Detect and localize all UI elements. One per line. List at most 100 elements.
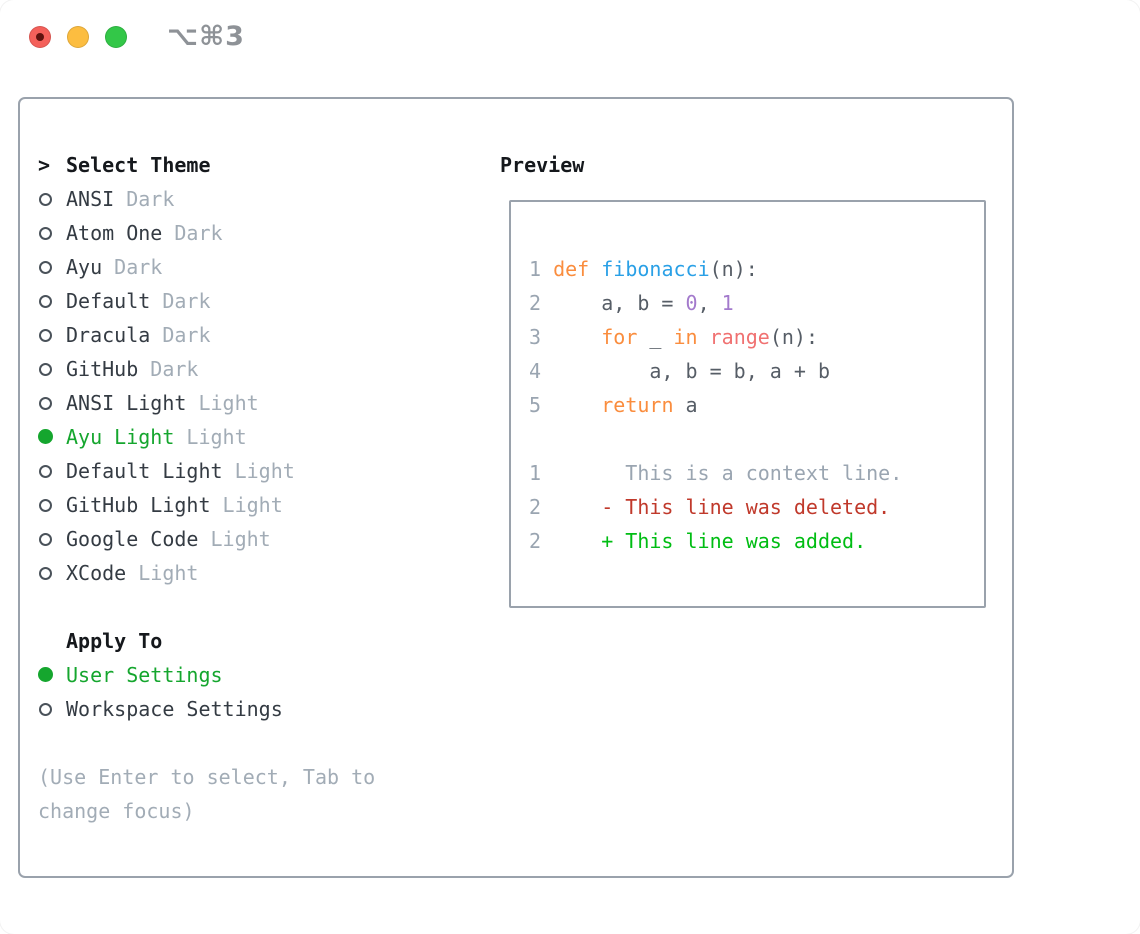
radio-marker	[38, 386, 66, 420]
select-theme-title: Select Theme	[66, 153, 211, 177]
radio-marker	[38, 522, 66, 556]
theme-option[interactable]: XCode Light	[38, 556, 458, 590]
code-line: 4 a, b = b, a + b	[529, 354, 984, 388]
option-variant: Light	[234, 459, 295, 483]
radio-marker	[38, 216, 66, 250]
option-label: GitHub Light	[66, 493, 211, 517]
radio-icon	[39, 465, 52, 478]
line-number: 1	[529, 461, 542, 485]
option-label: Atom One	[66, 221, 163, 245]
apply-option[interactable]: User Settings	[38, 658, 458, 692]
option-label: Google Code	[66, 527, 199, 551]
code-line: 2 a, b = 0, 1	[529, 286, 984, 320]
line-number: 2	[529, 291, 542, 315]
radio-marker	[38, 284, 66, 318]
theme-option[interactable]: ANSI Dark	[38, 182, 458, 216]
zoom-button[interactable]	[105, 26, 127, 48]
option-label: XCode	[66, 561, 127, 585]
theme-option[interactable]: Ayu Light Light	[38, 420, 458, 454]
radio-icon	[39, 499, 52, 512]
radio-marker	[38, 318, 66, 352]
radio-marker	[38, 182, 66, 216]
apply-option[interactable]: Workspace Settings	[38, 692, 458, 726]
apply-to-title: Apply To	[66, 629, 163, 653]
code-line: 2 - This line was deleted.	[529, 490, 984, 524]
radio-marker	[38, 420, 66, 454]
option-label: ANSI	[66, 187, 115, 211]
radio-selected-icon	[38, 429, 53, 444]
option-variant: Dark	[174, 221, 223, 245]
option-variant: Dark	[150, 357, 199, 381]
radio-icon	[39, 363, 52, 376]
option-label: Workspace Settings	[66, 697, 283, 721]
radio-marker	[38, 692, 66, 726]
option-label: Default Light	[66, 459, 223, 483]
preview-title: Preview	[500, 153, 585, 177]
code-line: 3 for _ in range(n):	[529, 320, 984, 354]
window-title: ⌥⌘3	[167, 21, 245, 52]
option-label: Default	[66, 289, 151, 313]
radio-icon	[39, 261, 52, 274]
hint-text: (Use Enter to select, Tab to change focu…	[38, 765, 376, 823]
radio-icon	[39, 227, 52, 240]
radio-icon	[39, 567, 52, 580]
line-number: 4	[529, 359, 542, 383]
theme-option[interactable]: Dracula Dark	[38, 318, 458, 352]
radio-marker	[38, 250, 66, 284]
theme-option[interactable]: Default Dark	[38, 284, 458, 318]
titlebar: ⌥⌘3	[0, 0, 1140, 70]
option-label: User Settings	[66, 663, 223, 687]
select-theme-header: > Select Theme	[38, 148, 458, 182]
option-variant: Light	[198, 391, 259, 415]
radio-icon	[39, 397, 52, 410]
minimize-button[interactable]	[67, 26, 89, 48]
code-line: 2 + This line was added.	[529, 524, 984, 558]
close-dot-icon	[36, 33, 44, 41]
line-number: 2	[529, 495, 542, 519]
radio-marker	[38, 352, 66, 386]
option-variant: Dark	[114, 255, 163, 279]
line-number: 1	[529, 257, 542, 281]
option-variant: Light	[186, 425, 247, 449]
code-line	[529, 422, 984, 456]
line-number: 3	[529, 325, 542, 349]
radio-icon	[39, 295, 52, 308]
line-number: 5	[529, 393, 542, 417]
theme-option[interactable]: GitHub Light Light	[38, 488, 458, 522]
option-label: Ayu Light	[66, 425, 175, 449]
theme-option[interactable]: GitHub Dark	[38, 352, 458, 386]
code-line: 1 This is a context line.	[529, 456, 984, 490]
theme-option[interactable]: Default Light Light	[38, 454, 458, 488]
radio-icon	[39, 193, 52, 206]
option-label: GitHub	[66, 357, 139, 381]
option-variant: Dark	[126, 187, 175, 211]
option-variant: Light	[138, 561, 199, 585]
option-variant: Dark	[162, 289, 211, 313]
radio-icon	[39, 329, 52, 342]
radio-icon	[39, 533, 52, 546]
prompt-caret-icon: >	[38, 153, 51, 177]
option-variant: Light	[222, 493, 283, 517]
radio-marker	[38, 556, 66, 590]
radio-icon	[39, 703, 52, 716]
radio-marker	[38, 488, 66, 522]
theme-option[interactable]: Atom One Dark	[38, 216, 458, 250]
radio-marker	[38, 658, 66, 692]
option-variant: Dark	[162, 323, 211, 347]
close-button[interactable]	[29, 26, 51, 48]
apply-to-header: Apply To	[38, 624, 458, 658]
option-label: Dracula	[66, 323, 151, 347]
radio-marker	[38, 454, 66, 488]
code-line: 5 return a	[529, 388, 984, 422]
option-label: ANSI Light	[66, 391, 187, 415]
theme-option[interactable]: ANSI Light Light	[38, 386, 458, 420]
